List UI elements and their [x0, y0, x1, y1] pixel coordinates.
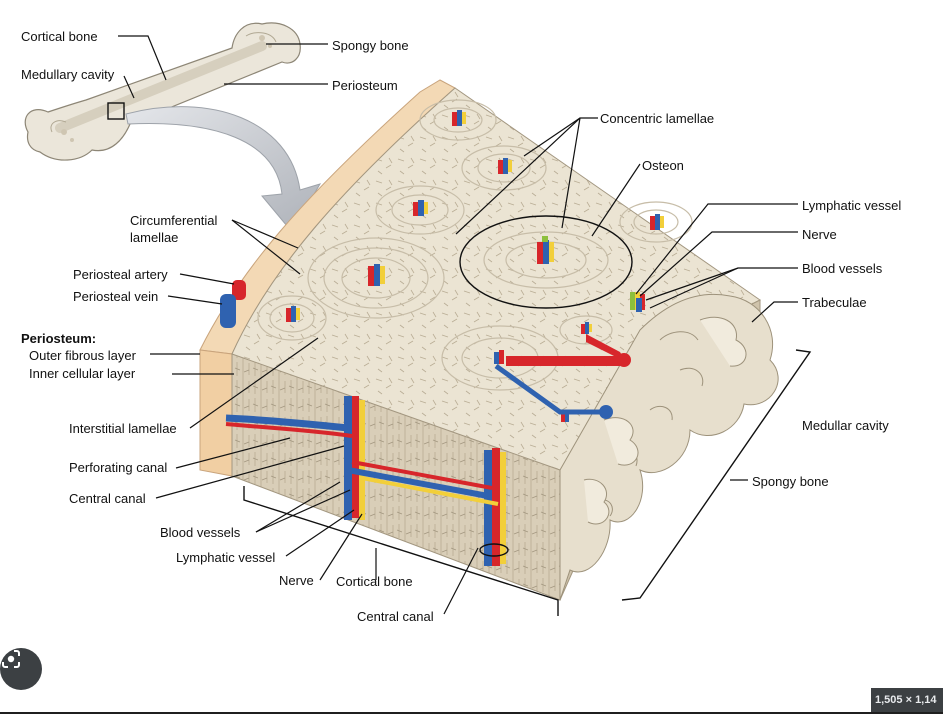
label-inner-cellular-layer: Inner cellular layer	[29, 366, 136, 381]
label-periosteal-artery: Periosteal artery	[73, 267, 168, 282]
label-trabeculae: Trabeculae	[802, 295, 867, 310]
image-size-badge: 1,505 × 1,14	[871, 688, 943, 712]
bottom-divider	[0, 712, 943, 714]
label-concentric-lamellae: Concentric lamellae	[600, 111, 715, 126]
leader-lines	[118, 35, 798, 615]
label-blood-vessels-right: Blood vessels	[802, 261, 883, 276]
lens-search-icon	[1, 650, 20, 668]
label-central-canal-left: Central canal	[69, 491, 146, 506]
label-cortical-bone-bottom: Cortical bone	[336, 574, 413, 589]
label-perforating-canal: Perforating canal	[69, 460, 168, 475]
label-interstitial-lamellae: Interstitial lamellae	[69, 421, 177, 436]
label-blood-vessels-bottom: Blood vessels	[160, 525, 241, 540]
label-periosteum-top: Periosteum	[332, 78, 398, 93]
label-cortical-bone-top: Cortical bone	[21, 29, 98, 44]
cortical-bracket	[243, 486, 559, 616]
bone-block	[199, 79, 779, 601]
label-spongy-bone-right: Spongy bone	[752, 474, 829, 489]
label-lymphatic-vessel-bottom: Lymphatic vessel	[176, 550, 276, 565]
label-periosteal-vein: Periosteal vein	[73, 289, 159, 304]
femur-illustration	[24, 22, 301, 161]
label-medullary-cavity-top: Medullary cavity	[21, 67, 115, 82]
vessel-bundles	[286, 110, 664, 422]
label-osteon: Osteon	[642, 158, 684, 173]
label-lymphatic-vessel-right: Lymphatic vessel	[802, 198, 902, 213]
lens-search-button[interactable]	[0, 648, 42, 690]
label-nerve-bottom: Nerve	[279, 573, 314, 588]
spongy-bracket	[621, 349, 812, 601]
label-central-canal-bottom: Central canal	[357, 609, 434, 624]
label-outer-fibrous-layer: Outer fibrous layer	[29, 348, 136, 363]
label-nerve-right: Nerve	[802, 227, 837, 242]
label-periosteum-heading: Periosteum:	[21, 331, 97, 346]
label-circumferential-lamellae-line1: Circumferential	[130, 213, 218, 228]
label-medullar-cavity: Medullar cavity	[802, 418, 889, 433]
label-spongy-bone-top: Spongy bone	[332, 38, 409, 53]
label-circumferential-lamellae-line2: lamellae	[130, 230, 179, 245]
